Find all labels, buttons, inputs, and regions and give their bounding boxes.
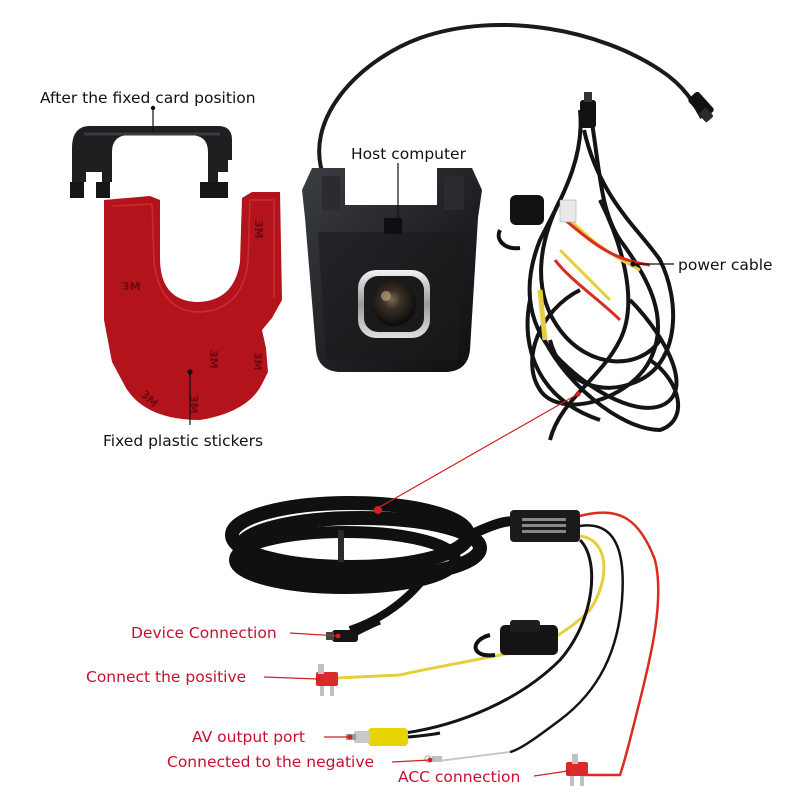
fuse-icon xyxy=(473,620,558,658)
svg-text:3M: 3M xyxy=(251,352,264,371)
power-cable-plug xyxy=(580,92,596,128)
label-fixed-card-position: After the fixed card position xyxy=(40,89,256,107)
label-av-output-port: AV output port xyxy=(192,728,305,746)
label-host-computer: Host computer xyxy=(351,145,466,163)
braided-cable-coil xyxy=(225,496,521,634)
power-cable-tag xyxy=(559,199,577,223)
positive-fuse-tap xyxy=(316,664,338,696)
fixed-card-bracket xyxy=(70,126,232,198)
svg-text:3M: 3M xyxy=(207,350,220,369)
harness-wires xyxy=(334,511,660,777)
svg-text:3M: 3M xyxy=(187,395,200,414)
camera-cable xyxy=(317,23,704,181)
power-cable-coil xyxy=(525,109,680,441)
harness-junction-box xyxy=(510,510,580,542)
coil-strap xyxy=(338,530,344,562)
leader-lines xyxy=(152,108,674,777)
label-device-connection: Device Connection xyxy=(131,624,277,642)
camera-lens-icon xyxy=(358,270,430,338)
acc-fuse-tap xyxy=(566,754,588,786)
host-computer-camera xyxy=(302,168,482,372)
fixed-plastic-sticker: 3M 3M 3M 3M 3M 3M xyxy=(104,192,282,420)
label-power-cable: power cable xyxy=(678,256,773,274)
leader-dots xyxy=(150,105,636,774)
svg-text:3M: 3M xyxy=(122,280,141,293)
label-connect-positive: Connect the positive xyxy=(86,668,247,686)
label-connected-negative: Connected to the negative xyxy=(167,753,375,771)
label-fixed-plastic-stickers: Fixed plastic stickers xyxy=(103,432,264,450)
power-cable-fuse-holder xyxy=(496,195,544,251)
camera-cable-connector xyxy=(688,91,714,122)
svg-text:3M: 3M xyxy=(252,220,265,239)
label-acc-connection: ACC connection xyxy=(398,768,521,786)
negative-ring-terminal xyxy=(424,755,442,763)
